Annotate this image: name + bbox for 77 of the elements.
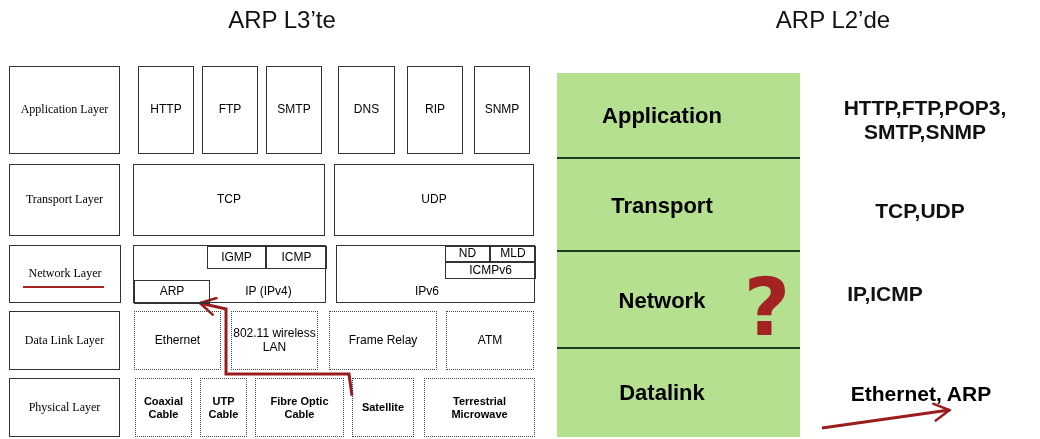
protocol-box: [446, 311, 534, 370]
layer-band: [557, 349, 800, 437]
node-label: Application: [601, 102, 723, 131]
protocol-box: [336, 245, 535, 303]
node-label: Coaxial Cable: [142, 394, 185, 421]
medium-box: [352, 378, 414, 437]
node-label: SMTP: [277, 103, 311, 117]
protocol-box: [207, 246, 266, 269]
protocol-list: IP,ICMP: [830, 282, 940, 307]
layer-box: [9, 164, 120, 236]
layer-box: [9, 66, 120, 154]
node-label: Network: [617, 286, 707, 315]
protocol-box: [134, 311, 221, 370]
arrow: [198, 296, 354, 396]
node-label: Network Layer: [28, 267, 102, 281]
protocol-box: [490, 246, 536, 262]
node-label: 802.11 wireless LAN: [232, 326, 317, 355]
protocol-box: [329, 311, 437, 370]
protocol-box: [266, 246, 327, 269]
protocol-box: [138, 66, 194, 154]
node-label: Transport: [610, 191, 714, 220]
node-label: TCP: [217, 193, 241, 207]
heading: ARP L2’de: [774, 6, 892, 34]
node-label: ND: [458, 247, 477, 261]
node-label: Data Link Layer: [24, 333, 105, 348]
protocol-box: [338, 66, 395, 154]
node-label: IPv6: [414, 282, 440, 300]
node-label: Ethernet: [154, 333, 201, 348]
node-label: DNS: [353, 103, 380, 117]
node-label: IGMP: [221, 250, 252, 265]
protocol-box: [133, 245, 326, 303]
arrow: [821, 402, 951, 430]
question-mark: ?: [742, 262, 792, 354]
protocol-box: [445, 246, 490, 262]
node-label: UTP Cable: [207, 394, 240, 421]
node-label: UDP: [421, 193, 447, 207]
layer-band: [557, 159, 800, 252]
node-label: ICMP: [281, 250, 312, 265]
node-label: Transport Layer: [25, 193, 104, 207]
node-label: Ethernet, ARP: [850, 381, 992, 407]
node-label: Satellite: [361, 401, 405, 414]
protocol-box: [474, 66, 530, 154]
layer-box: [9, 245, 121, 303]
protocol-list: TCP,UDP: [820, 199, 1020, 224]
node-label: Application Layer: [20, 103, 109, 117]
node-label: Physical Layer: [28, 400, 101, 415]
node-label: Frame Relay: [348, 333, 418, 348]
protocol-box: [231, 311, 318, 370]
layer-band: [557, 252, 800, 349]
medium-box: [424, 378, 535, 437]
node-label: FTP: [218, 103, 242, 117]
medium-box: [200, 378, 247, 437]
layer-band: [557, 73, 800, 159]
node-label: Fibre Optic Cable: [269, 394, 330, 421]
node-label: MLD: [500, 247, 526, 261]
node-label: IP (IPv4): [244, 282, 293, 300]
protocol-box: [134, 280, 210, 304]
protocol-box: [334, 164, 534, 236]
protocol-box: [266, 66, 322, 154]
node-label: ICMPv6: [469, 263, 512, 278]
node-label: SNMP: [484, 103, 520, 117]
node-label: ATM: [477, 333, 503, 348]
protocol-box: [445, 262, 536, 279]
layer-box: [9, 311, 120, 370]
protocol-box: [407, 66, 463, 154]
protocol-box: [133, 164, 325, 236]
node-label: Terrestrial Microwave: [450, 394, 509, 421]
heading: ARP L3’te: [227, 6, 337, 34]
node-label: RIP: [425, 103, 445, 117]
node-label: ARP: [159, 285, 185, 299]
layer-box: [9, 378, 120, 437]
node-label: Datalink: [618, 379, 706, 408]
medium-box: [135, 378, 192, 437]
protocol-box: [202, 66, 258, 154]
node-label: HTTP: [150, 103, 182, 117]
protocol-list: HTTP,FTP,POP3, SMTP,SNMP: [810, 96, 1040, 145]
medium-box: [255, 378, 344, 437]
